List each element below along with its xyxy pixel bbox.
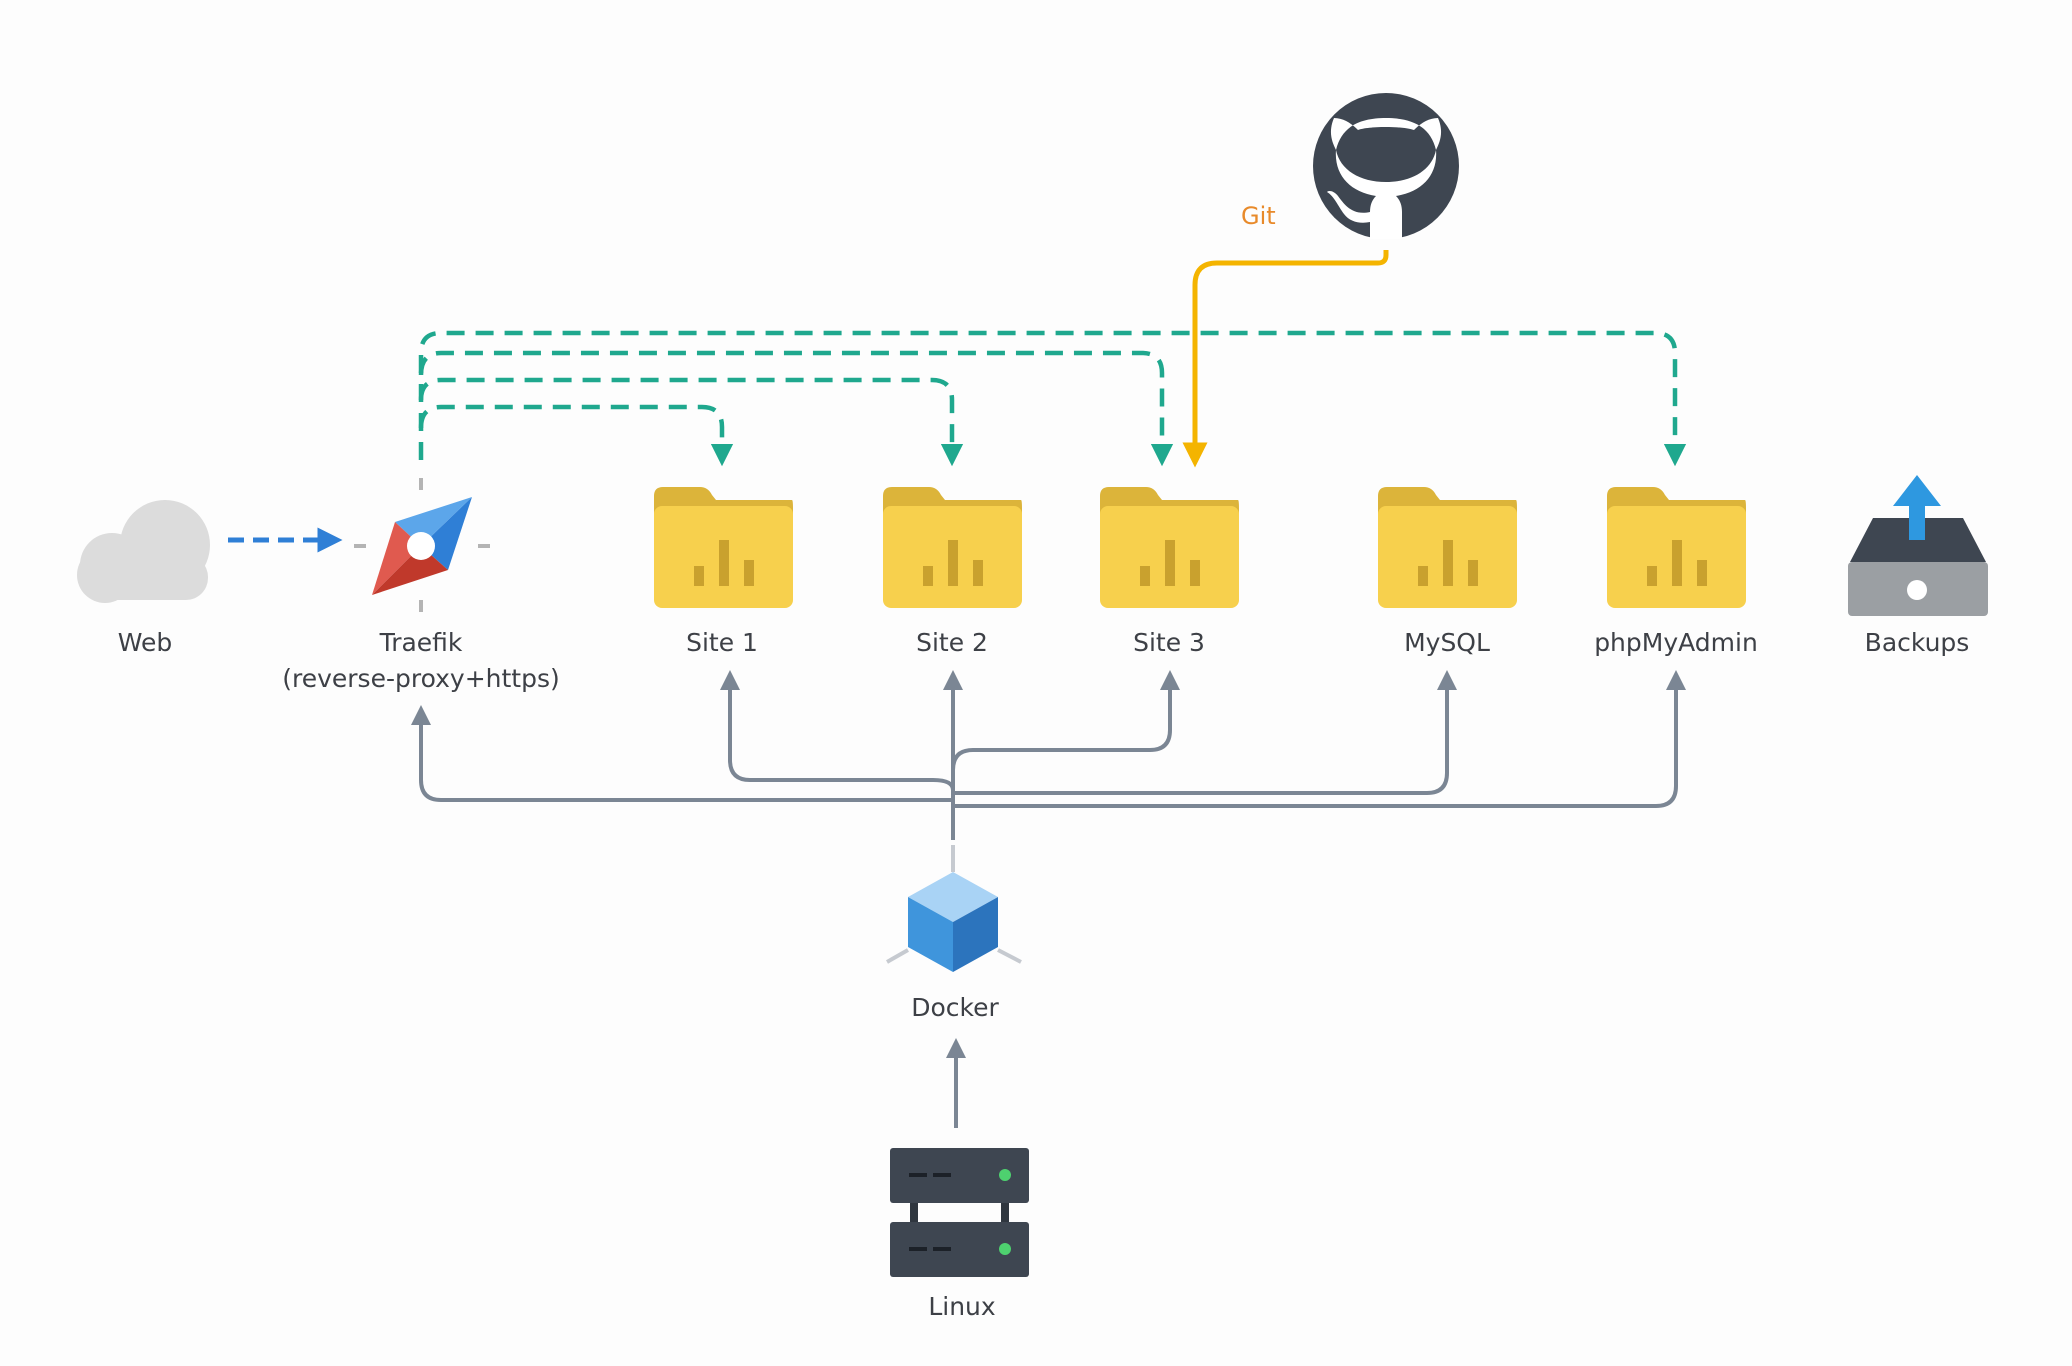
mysql-label: MySQL: [1404, 628, 1490, 657]
backups-label: Backups: [1864, 628, 1970, 657]
compass-icon: [354, 478, 490, 612]
github-icon: [1313, 93, 1459, 239]
route-to-phpmyadmin: [418, 330, 1687, 467]
docker-links: [411, 670, 1686, 840]
site3-label: Site 3: [1133, 628, 1205, 657]
traefik-label: Traefik: [379, 628, 463, 657]
docker-to-mysql: [953, 670, 1457, 795]
git-label: Git: [1241, 202, 1276, 230]
route-to-site3: [418, 350, 1174, 467]
folder-site2: [883, 487, 1022, 608]
site2-label: Site 2: [916, 628, 988, 657]
routing-lines: [418, 330, 1687, 467]
route-to-site2: [418, 377, 964, 467]
cube-icon: [886, 845, 1022, 972]
folder-phpmyadmin: [1607, 487, 1746, 608]
cloud-icon: [77, 500, 210, 603]
phpmyadmin-label: phpMyAdmin: [1594, 628, 1758, 657]
linux-label: Linux: [928, 1292, 996, 1321]
folder-mysql: [1378, 487, 1517, 608]
web-label: Web: [117, 628, 173, 657]
folder-site1: [654, 487, 793, 608]
route-to-site1: [418, 404, 734, 467]
folder-site3: [1100, 487, 1239, 608]
traefik-sublabel: (reverse-proxy+https): [282, 664, 560, 693]
server-icon: [890, 1148, 1029, 1277]
docker-to-site1: [720, 670, 955, 791]
git-line: [1182, 250, 1389, 468]
docker-label: Docker: [911, 993, 999, 1022]
docker-to-traefik: [411, 705, 953, 802]
docker-to-site3: [951, 670, 1180, 771]
site1-label: Site 1: [686, 628, 758, 657]
drive-upload-icon: [1848, 475, 1988, 616]
docker-to-phpmyadmin: [953, 670, 1686, 808]
